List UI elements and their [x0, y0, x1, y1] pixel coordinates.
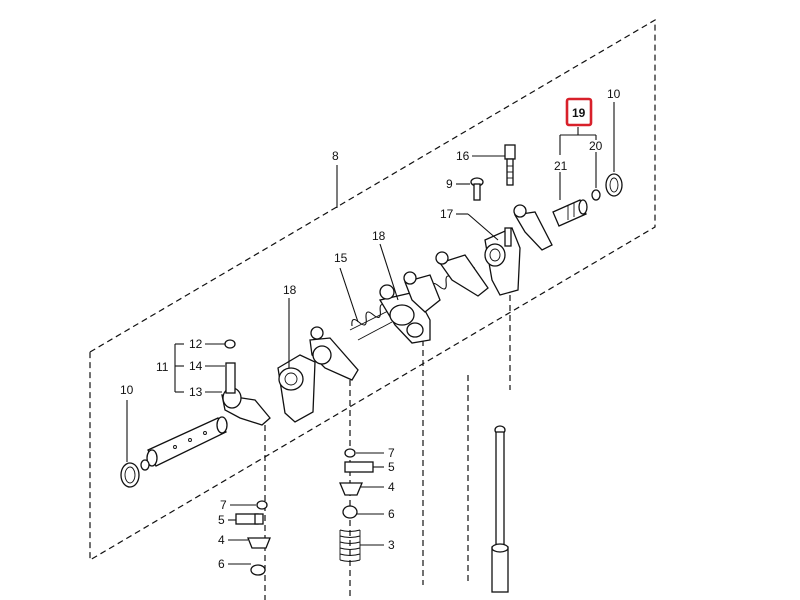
screw-9 — [470, 177, 484, 201]
washer-20 — [591, 189, 601, 201]
assembly-boundary — [89, 18, 656, 562]
rocker-arm-mid-right — [403, 251, 489, 313]
label-21: 21 — [554, 159, 568, 173]
pin-21 — [552, 199, 588, 227]
label-13: 13 — [189, 385, 203, 399]
label-14: 14 — [189, 359, 203, 373]
leader-lines — [126, 102, 615, 565]
label-8: 8 — [332, 149, 339, 163]
part-labels: 8 10 10 11 12 13 14 15 16 17 18 18 19 20… — [120, 87, 621, 571]
label-17: 17 — [440, 207, 454, 221]
label-4-left: 4 — [218, 533, 225, 547]
label-5-mid: 5 — [388, 460, 395, 474]
label-18-left: 18 — [283, 283, 297, 297]
label-4-mid: 4 — [388, 480, 395, 494]
label-5-left: 5 — [218, 513, 225, 527]
snap-ring-right — [605, 173, 623, 197]
push-rod — [491, 425, 509, 593]
label-16: 16 — [456, 149, 470, 163]
rocker-bracket-right — [484, 227, 521, 296]
label-10-left: 10 — [120, 383, 134, 397]
label-20: 20 — [589, 139, 603, 153]
rocker-arm-left — [221, 339, 271, 426]
rocker-arm-right — [513, 204, 553, 251]
snap-ring-left — [120, 462, 140, 488]
valve-stack-left — [235, 500, 271, 576]
label-15: 15 — [334, 251, 348, 265]
label-7-mid: 7 — [388, 446, 395, 460]
label-18-mid: 18 — [372, 229, 386, 243]
rocker-arm-left-mid — [309, 326, 359, 381]
label-7-left: 7 — [220, 498, 227, 512]
label-3-mid: 3 — [388, 538, 395, 552]
label-10-right: 10 — [607, 87, 621, 101]
label-12: 12 — [189, 337, 203, 351]
rocker-shaft — [146, 416, 228, 467]
bolt-16 — [504, 144, 516, 186]
label-11: 11 — [156, 360, 169, 374]
highlight-box — [565, 97, 593, 127]
label-19: 19 — [572, 106, 586, 120]
label-6-left: 6 — [218, 557, 225, 571]
rocker-bracket-left — [277, 354, 316, 423]
washer-left — [140, 459, 150, 471]
label-9: 9 — [446, 177, 453, 191]
label-6-mid: 6 — [388, 507, 395, 521]
